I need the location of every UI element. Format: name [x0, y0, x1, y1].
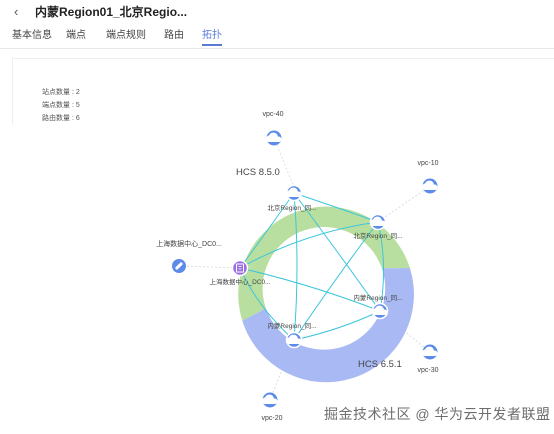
watermark: 掘金技术社区 @ 华为云开发者联盟	[324, 406, 551, 422]
node-label: 内蒙Region_同...	[267, 321, 316, 330]
topology-stats: 站点数量 : 2 端点数量 : 5 路由数量 : 6	[42, 86, 80, 125]
tab-endpoints[interactable]: 端点	[66, 30, 86, 41]
vpc-40-node[interactable]	[266, 130, 282, 146]
node-label: 北京Region_同...	[353, 231, 402, 240]
tab-endpoint-rules[interactable]: 端点规则	[106, 30, 146, 41]
vpc-10-node[interactable]	[422, 178, 438, 194]
vpc-40-label: vpc-40	[262, 111, 283, 118]
stats-panel	[12, 58, 554, 125]
tab-topology[interactable]: 拓扑	[202, 30, 222, 41]
shanghai-link-label: 上海数据中心_DC0...	[156, 239, 222, 248]
node-beijing-1[interactable]	[285, 184, 303, 202]
node-beijing-2[interactable]	[369, 213, 387, 231]
vpc-20-node[interactable]	[262, 392, 278, 408]
active-tab-indicator	[202, 44, 222, 46]
shanghai-link-node[interactable]	[172, 259, 186, 273]
node-label: 北京Region_同...	[267, 203, 316, 212]
vpc-30-label: vpc-30	[417, 367, 438, 374]
vpc-20-label: vpc-20	[261, 415, 282, 422]
hcs-850-ring[interactable]	[238, 206, 410, 321]
site-count: 站点数量 : 2	[42, 89, 80, 96]
tab-bar: 基本信息 端点 端点规则 路由 拓扑	[0, 26, 554, 49]
hcs-651-ring[interactable]	[242, 268, 414, 383]
vpc-10-label: vpc-10	[417, 160, 438, 167]
node-neimeng-2[interactable]	[285, 331, 303, 349]
hcs-top-label: HCS 8.5.0	[236, 167, 280, 178]
node-label: 内蒙Region_同...	[353, 293, 402, 302]
chevron-left-icon[interactable]: ‹	[14, 4, 19, 19]
node-neimeng-1[interactable]	[371, 302, 389, 320]
hcs-bottom-label: HCS 6.5.1	[358, 359, 402, 370]
node-shanghai-dc[interactable]	[231, 259, 249, 277]
route-count: 路由数量 : 6	[42, 115, 80, 122]
page-title: 内蒙Region01_北京Regio...	[35, 5, 188, 19]
endpoint-count: 端点数量 : 5	[42, 102, 80, 109]
vpc-30-node[interactable]	[422, 344, 438, 360]
tab-basic-info[interactable]: 基本信息	[12, 30, 52, 41]
header: ‹ 内蒙Region01_北京Regio...	[0, 0, 554, 24]
tab-routes[interactable]: 路由	[164, 30, 184, 41]
node-label: 上海数据中心_DC0...	[209, 277, 270, 286]
